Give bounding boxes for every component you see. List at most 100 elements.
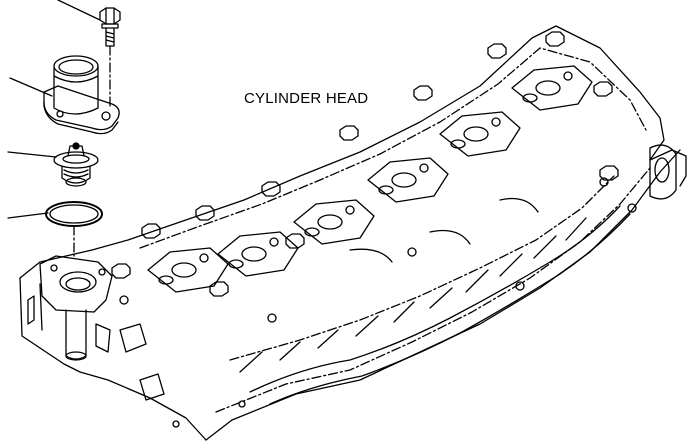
head-right-end [649, 149, 687, 187]
bay-6-port-2 [522, 93, 538, 103]
detail-hole-6 [627, 203, 637, 213]
bay-4-port [391, 172, 417, 188]
head-bolt-6 [487, 43, 507, 59]
bay-1-port-2 [158, 275, 174, 285]
bay-3-port-2 [304, 227, 320, 237]
head-bolt-10 [209, 281, 229, 297]
bay-4-stud [419, 163, 429, 173]
detail-hole-1 [119, 295, 129, 305]
bolt-head [99, 7, 121, 25]
bay-4-port-2 [378, 185, 394, 195]
bay-3-port [317, 214, 343, 230]
thermostat-spring [63, 169, 89, 178]
leader-line-housing [9, 77, 53, 97]
seat-hole [98, 268, 106, 276]
head-bolt-8 [111, 263, 131, 279]
housing-pipe-inner [58, 59, 94, 75]
head-bolt-5 [413, 85, 433, 101]
thermostat-housing [43, 55, 120, 135]
thermostat-bottom [65, 177, 87, 187]
housing-pipe-body [53, 65, 99, 115]
bay-5-stud [491, 117, 501, 127]
head-bolt-9 [285, 233, 305, 249]
bay-4-outline [367, 157, 449, 203]
housing-pipe-mouth [53, 55, 99, 77]
bay-6-stud [563, 71, 573, 81]
bay-6-port [535, 80, 561, 96]
leader-line-o-ring [7, 212, 49, 219]
head-bottom-ribs-2 [269, 213, 631, 405]
head-bolt-12 [599, 165, 619, 181]
cylinder-head [19, 25, 687, 441]
bay-5-port [463, 126, 489, 142]
cylinder-bay-3 [293, 199, 375, 245]
head-left-face [19, 277, 207, 441]
seat-bore-inner [65, 277, 91, 291]
bolt-washer [101, 23, 119, 29]
bay-1-stud [199, 253, 209, 263]
bay-3-stud [345, 205, 355, 215]
leader-line-thermostat [7, 151, 57, 158]
seat-neck [95, 323, 111, 353]
head-bottom-lattice-2 [239, 217, 587, 373]
bay-5-outline [439, 111, 521, 157]
thermostat-pin [72, 142, 80, 150]
cylinder-bay-6 [511, 65, 593, 111]
bolt [99, 7, 121, 109]
bay-6-outline [511, 65, 593, 111]
head-front-lower-inner [215, 167, 651, 413]
detail-boss-2 [139, 373, 165, 401]
head-bolt-2 [195, 205, 215, 221]
cylinder-bay-5 [439, 111, 521, 157]
seat-body [39, 255, 113, 313]
bay-1-outline [147, 247, 229, 293]
head-right-boss-hole [654, 157, 670, 183]
seat-hole-2 [50, 264, 58, 272]
housing-bolt-hole [101, 111, 111, 121]
bay-1-port [171, 262, 197, 278]
bolt-thread [105, 31, 115, 43]
detail-hole-8 [238, 400, 246, 408]
o-ring-inner [49, 204, 99, 224]
detail-hole-2 [267, 313, 277, 323]
seat-bore [59, 271, 97, 293]
head-bolt-1 [141, 223, 161, 239]
thermostat-flange [53, 151, 99, 169]
head-bottom-ribs [249, 205, 621, 393]
thermostat [53, 142, 99, 187]
housing-pipe-ridge [53, 75, 99, 83]
head-top-inner [139, 47, 647, 249]
thermostat-seat [39, 255, 113, 361]
cylinder-bay-1 [147, 247, 229, 293]
head-bolts [111, 31, 619, 297]
head-bolt-11 [593, 81, 613, 97]
head-front-lower [205, 149, 681, 441]
bay-3-outline [293, 199, 375, 245]
head-bolt-4 [339, 125, 359, 141]
head-bolt-7 [545, 31, 565, 47]
detail-hole-7 [172, 420, 180, 428]
bay-5-port-2 [450, 139, 466, 149]
leader-line-bolt [57, 0, 101, 21]
bay-2-stud [269, 237, 279, 247]
bay-2-port-2 [228, 259, 244, 269]
bay-2-port [241, 246, 267, 262]
detail-hole-5 [599, 177, 609, 187]
head-bottom-lattice [229, 175, 615, 361]
cylinder-bays [147, 65, 593, 293]
detail-hole-4 [515, 281, 525, 291]
thermostat-body [61, 165, 91, 184]
head-bolt-3 [261, 181, 281, 197]
detail-boss-1 [119, 323, 147, 353]
head-right-boss [649, 144, 677, 200]
housing-flange-edge [43, 101, 119, 135]
head-top-outline [19, 25, 665, 279]
detail-rail [349, 197, 539, 263]
seat-pipe-end [65, 351, 87, 361]
o-ring [45, 201, 103, 257]
cylinder-head-label: CYLINDER HEAD [244, 90, 369, 107]
cylinder-bay-4 [367, 157, 449, 203]
head-details [119, 177, 637, 428]
head-left-face-inner [27, 283, 43, 331]
